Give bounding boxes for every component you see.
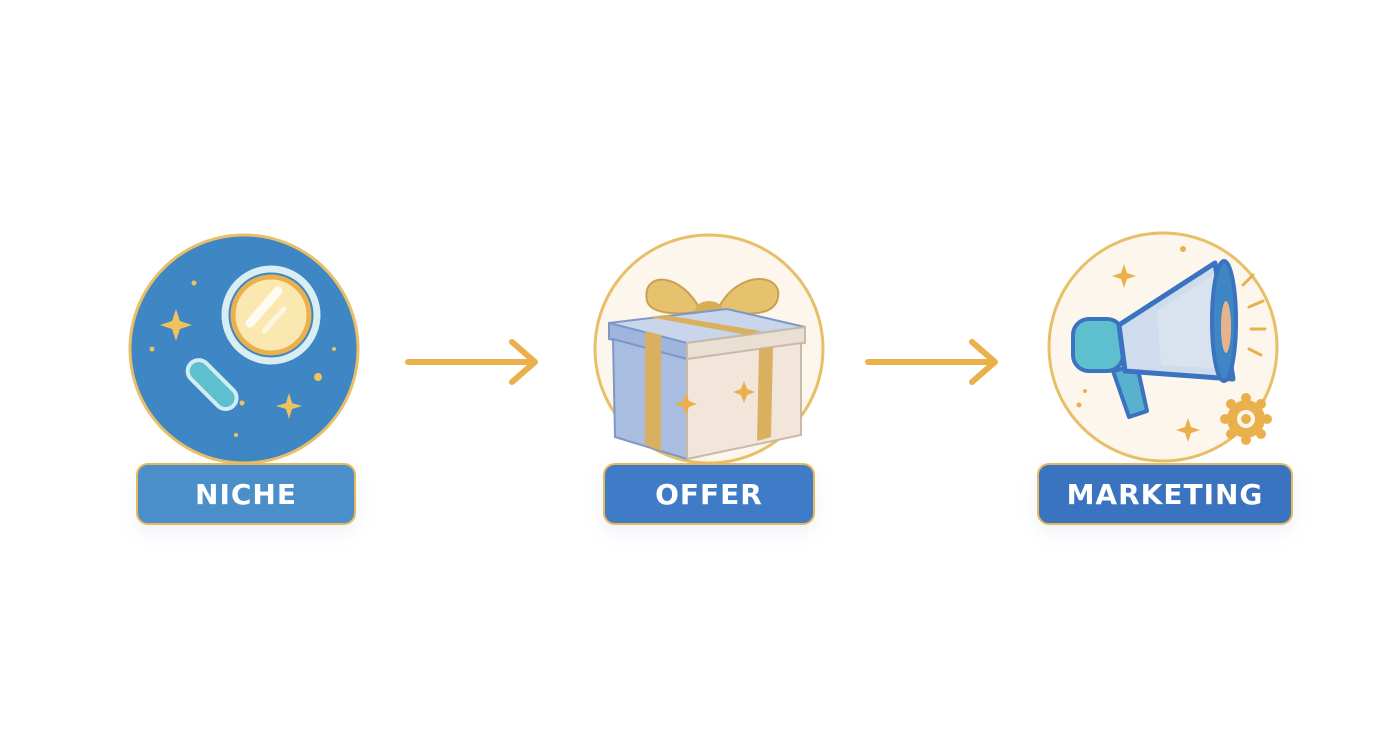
- niche-label: NICHE: [136, 463, 356, 525]
- niche-icon-circle: [126, 231, 362, 467]
- arrow-right-icon: [865, 339, 998, 385]
- marketing-icon-circle: [1045, 229, 1281, 465]
- megaphone-icon: [1047, 231, 1279, 463]
- offer-label: OFFER: [603, 463, 815, 525]
- arrow-right-icon: [405, 339, 538, 385]
- gift-box-icon: [593, 233, 825, 465]
- offer-icon-circle: [591, 231, 827, 467]
- marketing-label: MARKETING: [1037, 463, 1293, 525]
- magnifying-glass-icon: [128, 233, 360, 465]
